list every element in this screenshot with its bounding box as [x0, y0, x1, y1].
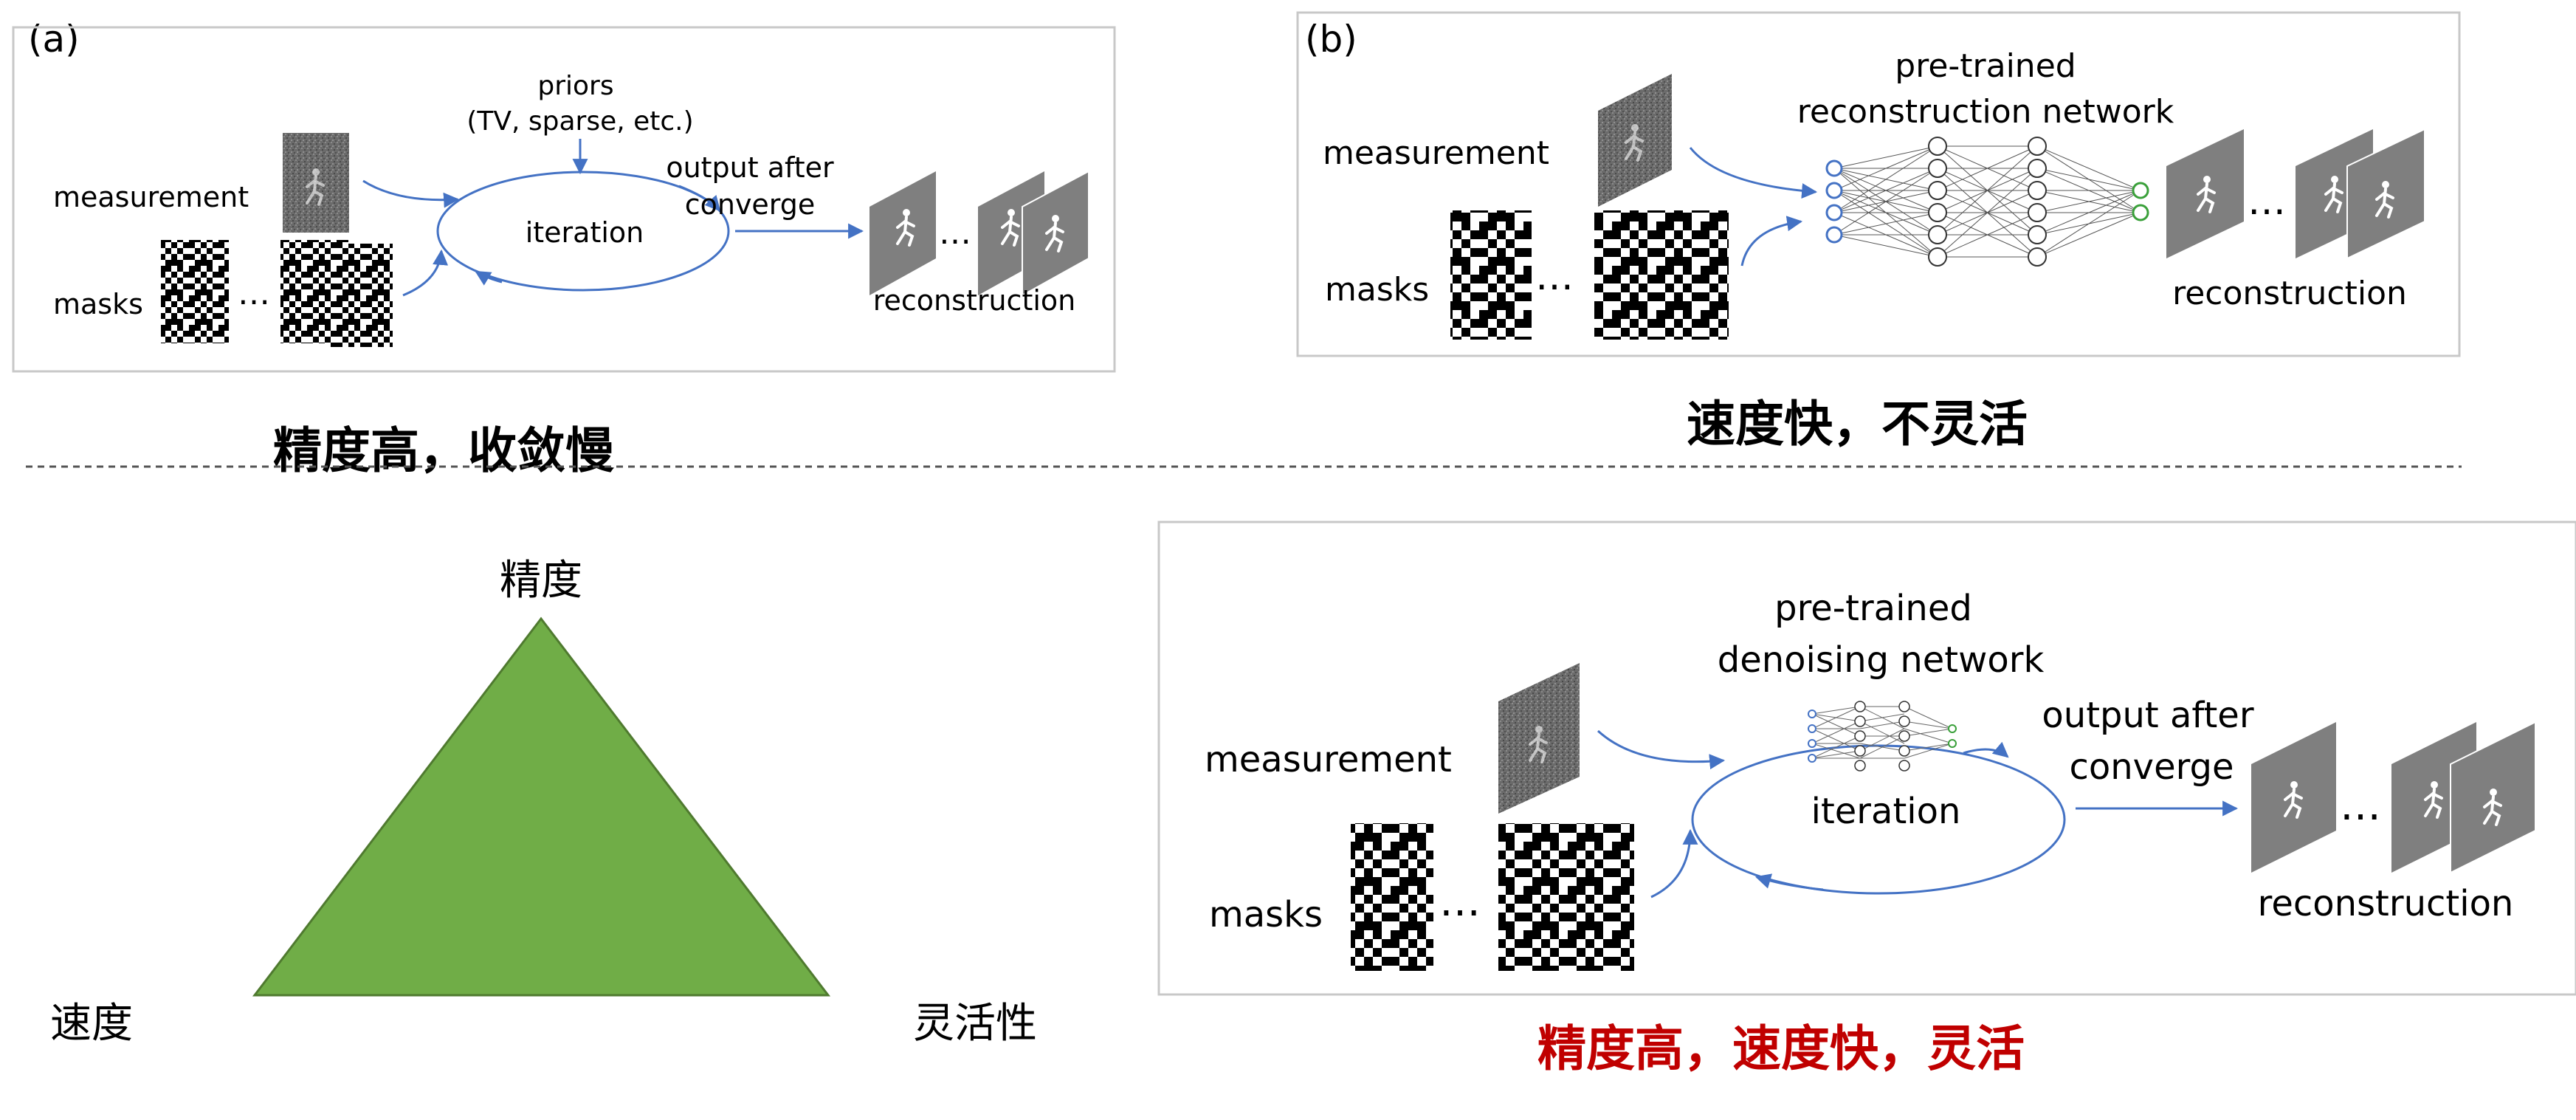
arrow-measure-to-iter-a — [362, 179, 460, 208]
panel-b-tag: (b) — [1305, 18, 1357, 61]
caption-c: 精度高，速度快，灵活 — [1537, 1020, 2025, 1077]
loop-arrow-c2 — [1754, 873, 1824, 891]
panel-a: (a) priors (TV, sparse, etc.) measuremen… — [12, 18, 1116, 373]
panel-c-frame — [1157, 521, 2576, 996]
triangle-label-top: 精度 — [500, 557, 582, 605]
recon-frame-b1 — [2166, 129, 2244, 258]
caption-b: 速度快，不灵活 — [1687, 396, 2028, 453]
output-label-c1: output after — [2042, 695, 2253, 736]
mask-ellipsis-c: … — [1439, 878, 1481, 926]
triangle-label-left: 速度 — [50, 1000, 133, 1048]
recon-frame-c3 — [2450, 721, 2536, 874]
arrow-measure-to-iter-c — [1597, 729, 1726, 770]
mask-image-b3 — [1647, 210, 1729, 340]
reconstruction-label-b: reconstruction — [2172, 275, 2407, 312]
masks-label-a: masks — [53, 288, 143, 320]
arrow-measure-to-net-b — [1689, 147, 1818, 199]
recon-ellipsis-b: … — [2248, 179, 2286, 224]
masks-label-c: masks — [1209, 894, 1323, 935]
mask-image-c3 — [1552, 823, 1634, 971]
panel-b: (b) pre-trained reconstruction network m… — [1296, 11, 2461, 357]
measurement-label-b: measurement — [1323, 134, 1549, 172]
reconstruction-network-b — [1825, 137, 2149, 267]
arrow-masks-to-iter-a — [402, 249, 449, 297]
measurement-image-b — [1598, 74, 1672, 207]
masks-label-b: masks — [1325, 271, 1429, 309]
mask-image-c1 — [1351, 823, 1433, 971]
output-label-c2: converge — [2069, 746, 2234, 788]
output-label-a2: converge — [685, 188, 816, 221]
loop-arrow-c1 — [1963, 741, 2009, 758]
mask-image-a1 — [161, 240, 229, 343]
panel-a-frame — [12, 26, 1116, 373]
loop-arrow-a2 — [475, 270, 503, 286]
network-label-c1: pre-trained — [1774, 588, 1972, 629]
arrow-masks-to-net-b — [1740, 216, 1803, 267]
panel-b-frame — [1296, 11, 2461, 357]
mask-ellipsis-a: … — [238, 275, 270, 312]
reconstruction-label-c: reconstruction — [2258, 883, 2514, 924]
measurement-image-c — [1498, 663, 1580, 814]
iteration-label-a: iteration — [526, 216, 644, 249]
measurement-image-a — [283, 133, 349, 233]
iteration-loop-c — [1691, 744, 2066, 895]
tradeoff-triangle — [252, 616, 831, 997]
iteration-label-c: iteration — [1811, 791, 1961, 832]
priors-detail: (TV, sparse, etc.) — [466, 106, 693, 137]
priors-label: priors — [537, 71, 613, 101]
reconstruction-label-a: reconstruction — [873, 284, 1075, 317]
recon-ellipsis-a: … — [939, 214, 971, 252]
mask-image-a3 — [325, 244, 393, 347]
output-label-a1: output after — [666, 151, 834, 184]
network-label-c2: denoising network — [1718, 639, 2045, 681]
measurement-label-a: measurement — [53, 181, 249, 213]
loop-arrow-a1 — [678, 185, 721, 212]
recon-frame-c1 — [2251, 722, 2336, 873]
mask-ellipsis-b: … — [1535, 255, 1574, 299]
recon-frame-a3 — [1022, 170, 1089, 297]
triangle-label-right: 灵活性 — [913, 1000, 1037, 1048]
denoising-network-c — [1808, 701, 1957, 772]
recon-frame-b3 — [2346, 128, 2425, 260]
caption-a: 精度高，收敛慢 — [273, 422, 615, 479]
recon-frame-a1 — [869, 171, 936, 295]
tradeoff-triangle-group: 精度 速度 灵活性 — [50, 557, 1037, 1048]
network-label-b1: pre-trained — [1895, 47, 2076, 85]
network-label-b2: reconstruction network — [1797, 93, 2174, 131]
panel-c: pre-trained denoising network measuremen… — [1157, 521, 2576, 996]
measurement-label-c: measurement — [1205, 739, 1452, 780]
arrow-masks-to-iter-c — [1650, 828, 1698, 899]
mask-image-b1 — [1450, 210, 1532, 340]
iteration-loop-a — [436, 171, 730, 292]
panel-a-tag: (a) — [28, 18, 80, 61]
recon-ellipsis-c: … — [2340, 782, 2381, 830]
